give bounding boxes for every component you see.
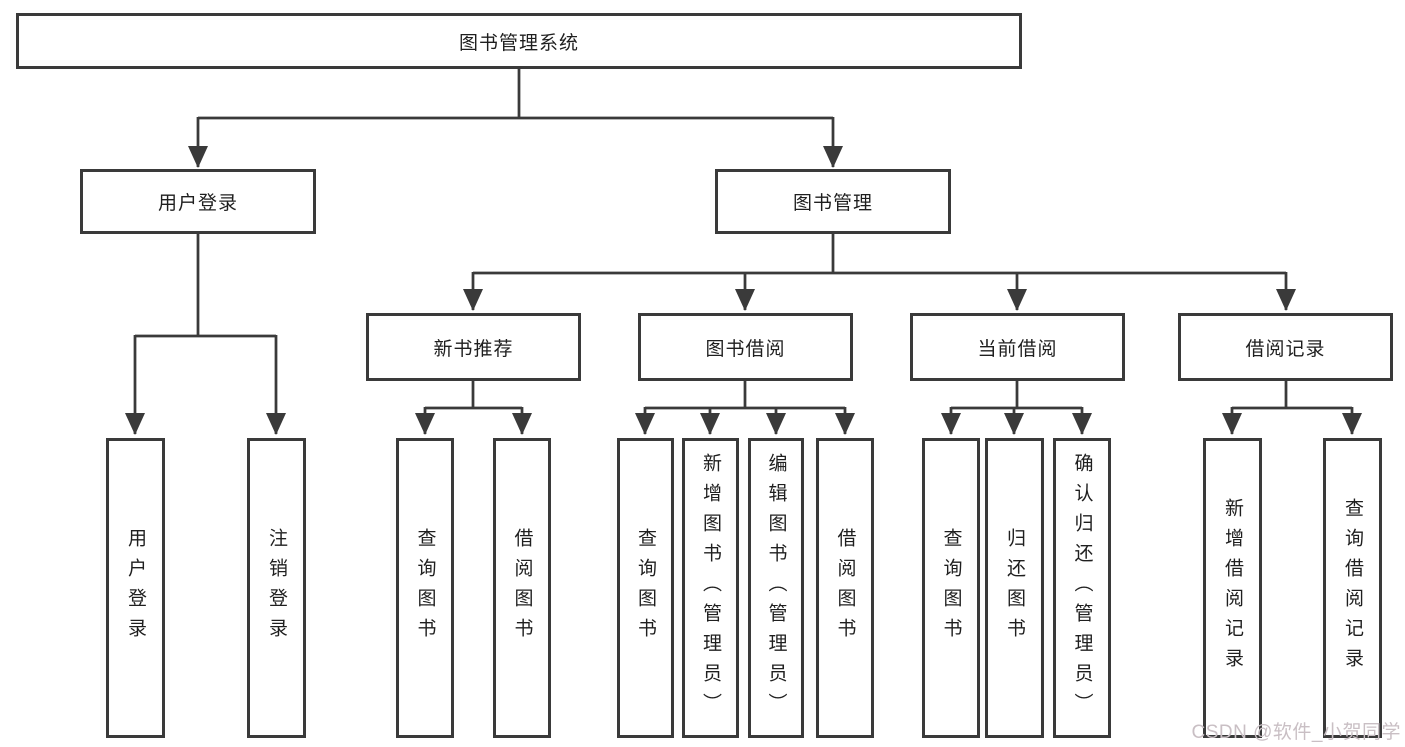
leaf-edit-books-admin: 编辑图书（管理员） [748,438,804,738]
node-borrow-records: 借阅记录 [1178,313,1393,381]
node-label: 借阅记录 [1245,338,1326,360]
connectors-user-login [125,234,286,435]
leaf-label: 借阅图书 [834,528,856,648]
node-label: 图书管理系统 [458,32,579,54]
connectors-new-book-recommend [415,381,532,435]
leaf-borrow-books-recommend: 借阅图书 [493,438,551,738]
connectors-level1 [188,68,843,168]
leaf-query-books-borrow: 查询图书 [617,438,674,738]
leaf-query-books-recommend: 查询图书 [396,438,454,738]
node-book-management: 图书管理 [715,169,951,234]
leaf-label: 归还图书 [1004,528,1025,648]
node-label: 图书借阅 [705,338,786,360]
connectors-book-borrow [635,381,855,435]
node-new-book-recommend: 新书推荐 [366,313,581,381]
leaf-add-books-admin: 新增图书（管理员） [682,438,739,738]
leaf-query-borrow-record: 查询借阅记录 [1323,438,1382,738]
leaf-return-books: 归还图书 [985,438,1044,738]
leaf-label: 新增借阅记录 [1222,498,1243,678]
node-label: 图书管理 [792,193,873,214]
node-library-management-system: 图书管理系统 [16,13,1022,69]
node-book-borrow: 图书借阅 [638,313,853,381]
node-label: 用户登录 [157,193,238,214]
node-user-login: 用户登录 [80,169,316,234]
leaf-label: 编辑图书（管理员） [765,453,787,723]
node-label: 新书推荐 [433,338,514,360]
leaf-confirm-return-admin: 确认归还（管理员） [1053,438,1111,738]
leaf-logout: 注销登录 [247,438,306,738]
leaf-label: 查询借阅记录 [1342,498,1363,678]
leaf-add-borrow-record: 新增借阅记录 [1203,438,1262,738]
connectors-book-management [463,234,1296,311]
leaf-label: 查询图书 [940,528,962,648]
connectors-current-borrow [941,381,1092,435]
connectors-borrow-records [1222,381,1362,435]
leaf-query-books-current: 查询图书 [922,438,980,738]
leaf-label: 查询图书 [635,528,656,648]
leaf-label: 借阅图书 [511,528,533,648]
node-label: 当前借阅 [977,338,1058,360]
leaf-label: 用户登录 [125,528,146,648]
leaf-label: 注销登录 [266,528,287,648]
leaf-label: 确认归还（管理员） [1071,453,1093,723]
leaf-label: 查询图书 [414,528,436,648]
leaf-user-login: 用户登录 [106,438,165,738]
node-current-borrow: 当前借阅 [910,313,1125,381]
leaf-label: 新增图书（管理员） [700,453,721,723]
csdn-watermark: CSDN @软件_小贺同学 [1191,722,1401,743]
leaf-borrow-books: 借阅图书 [816,438,874,738]
